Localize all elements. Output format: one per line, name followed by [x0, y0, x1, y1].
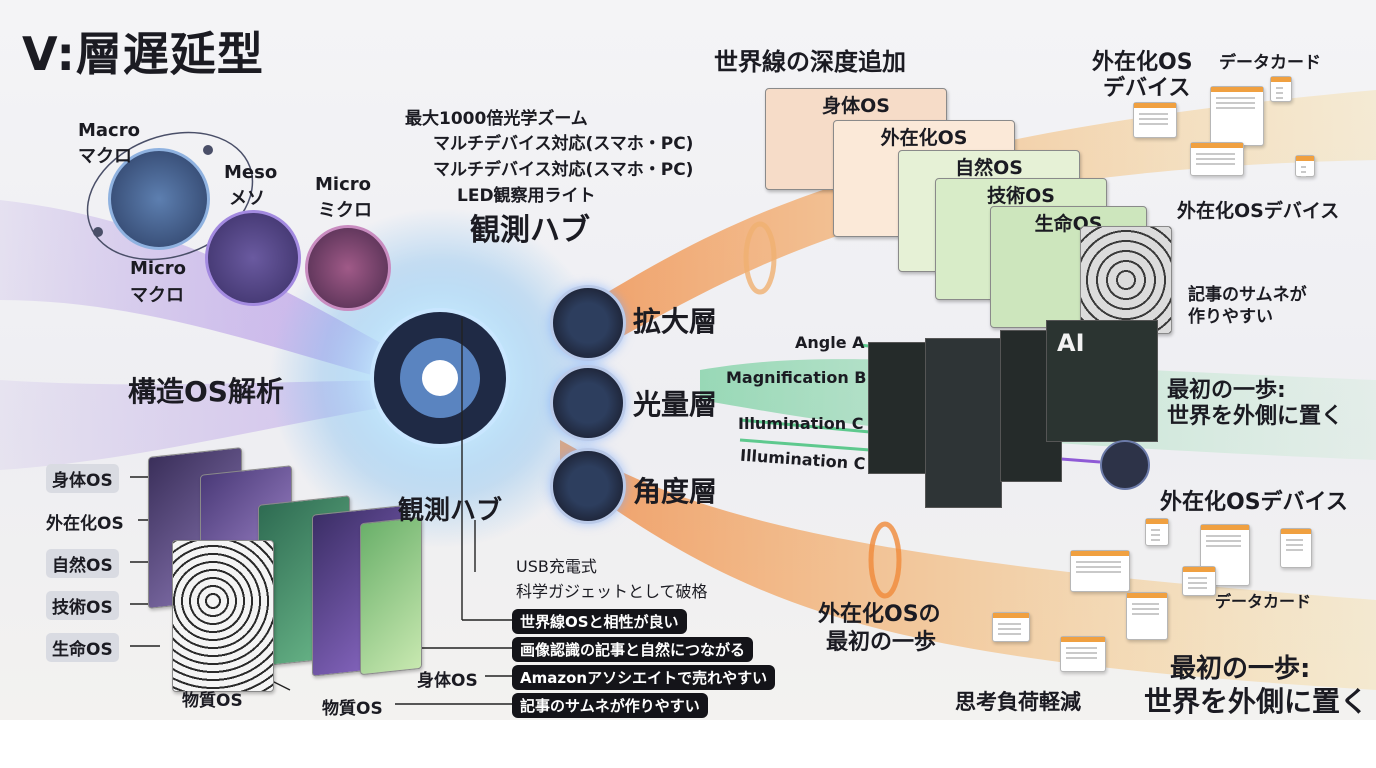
device-card-1 — [1133, 102, 1177, 138]
page-title: V:層遅延型 — [22, 27, 264, 81]
analysis-screen-2 — [925, 338, 1002, 508]
hub-label-lower: 観測ハブ — [398, 496, 503, 526]
first-step-bottom-2: 世界を外側に置く — [1144, 685, 1369, 718]
usb-line-2: 科学ガジェットとして破格 — [516, 582, 708, 601]
cell-structure-image — [1080, 226, 1172, 334]
ai-badge: AI — [1057, 329, 1085, 357]
device-card-2 — [1210, 86, 1264, 146]
device-title-line1: 外在化OS — [1092, 50, 1193, 75]
device-card-12 — [992, 612, 1030, 642]
os-tag-tech: 技術OS — [46, 591, 119, 620]
ext-first-step-2: 最初の一歩 — [826, 630, 937, 655]
depth-title: 世界線の深度追加 — [714, 48, 906, 76]
feature-pill-3: Amazonアソシエイトで売れやすい — [512, 665, 776, 690]
os-tag-life: 生命OS — [46, 633, 119, 662]
micro-circle — [305, 225, 391, 311]
thumbnail-note-1: 記事のサムネが — [1188, 285, 1307, 305]
meso-circle — [205, 210, 301, 306]
orange-stream-top — [560, 90, 1376, 360]
body-os-label: 身体OS — [417, 671, 478, 691]
device-card-5 — [1295, 155, 1315, 177]
micro-macro-label-ja: マクロ — [130, 285, 184, 306]
feature-pill-2: 画像認識の記事と自然につながる — [512, 637, 754, 662]
hub-feature-2: マルチデバイス対応(スマホ・PC) — [433, 134, 694, 154]
device-card-11 — [1126, 592, 1168, 640]
data-card-label-top: データカード — [1219, 53, 1321, 73]
network-icon — [1100, 440, 1150, 490]
data-card-label-low: データカード — [1215, 592, 1312, 611]
aperture-icon-angle — [550, 448, 626, 524]
device-card-13 — [1060, 636, 1106, 672]
hub-title: 観測ハブ — [470, 213, 590, 248]
structure-os-label: 構造OS解析 — [128, 375, 284, 408]
device-card-9 — [1280, 528, 1312, 568]
structure-panel-5 — [360, 516, 422, 676]
device-title-line2: デバイス — [1103, 76, 1191, 101]
hub-feature-4: LED観察用ライト — [457, 186, 596, 206]
diagram-stage: V:層遅延型 Macro マクロ Meso メソ Micro ミクロ Micro… — [0, 0, 1376, 720]
device-card-7 — [1145, 518, 1169, 546]
first-step-mid-2: 世界を外側に置く — [1167, 404, 1344, 429]
device-card-4 — [1190, 142, 1244, 176]
matter-os-label-mid: 物質OS — [322, 699, 383, 719]
device-card-10 — [1182, 566, 1216, 596]
macro-label-en: Macro — [78, 120, 140, 141]
macro-circle — [108, 148, 210, 250]
first-step-mid-1: 最初の一歩: — [1167, 378, 1286, 403]
first-step-bottom-1: 最初の一歩: — [1170, 654, 1311, 684]
param-angle: Angle A — [795, 333, 865, 352]
device-label-low: 外在化OSデバイス — [1160, 490, 1348, 515]
feature-pill-4: 記事のサムネが作りやすい — [512, 693, 708, 718]
layer-light: 光量層 — [633, 388, 718, 421]
device-label-mid: 外在化OSデバイス — [1177, 200, 1340, 222]
aperture-icon-light — [550, 365, 626, 441]
micro-label-en: Micro — [315, 174, 371, 195]
device-card-6 — [1070, 550, 1130, 592]
matter-os-label-left: 物質OS — [182, 691, 243, 711]
param-magnification: Magnification B — [726, 368, 867, 387]
layer-magnify: 拡大層 — [633, 305, 718, 338]
hub-feature-3: マルチデバイス対応(スマホ・PC) — [433, 160, 694, 180]
aperture-icon-magnify — [550, 285, 626, 361]
structure-panel-front — [172, 540, 274, 692]
micro-macro-label-en: Micro — [130, 258, 186, 279]
meso-label-en: Meso — [224, 162, 278, 183]
os-tag-nature: 自然OS — [46, 549, 119, 578]
os-tag-body: 身体OS — [46, 464, 119, 493]
usb-line-1: USB充電式 — [516, 557, 597, 576]
hub-feature-1: 最大1000倍光学ズーム — [405, 109, 588, 129]
micro-label-ja: ミクロ — [318, 200, 372, 221]
ext-first-step-1: 外在化OSの — [818, 602, 941, 627]
os-tag-external: 外在化OS — [46, 514, 124, 534]
feature-pill-1: 世界線OSと相性が良い — [512, 609, 687, 634]
orange-stream-bottom — [560, 440, 1376, 690]
macro-label-ja: マクロ — [78, 146, 132, 167]
param-illumination-1: Illumination C — [738, 414, 864, 433]
ai-panel: AI — [1046, 320, 1158, 442]
device-card-3 — [1270, 76, 1292, 102]
meso-label-ja: メソ — [229, 188, 265, 209]
layer-angle: 角度層 — [633, 475, 718, 508]
load-reduction-label: 思考負荷軽減 — [955, 690, 1081, 714]
thumbnail-note-2: 作りやすい — [1188, 307, 1273, 327]
